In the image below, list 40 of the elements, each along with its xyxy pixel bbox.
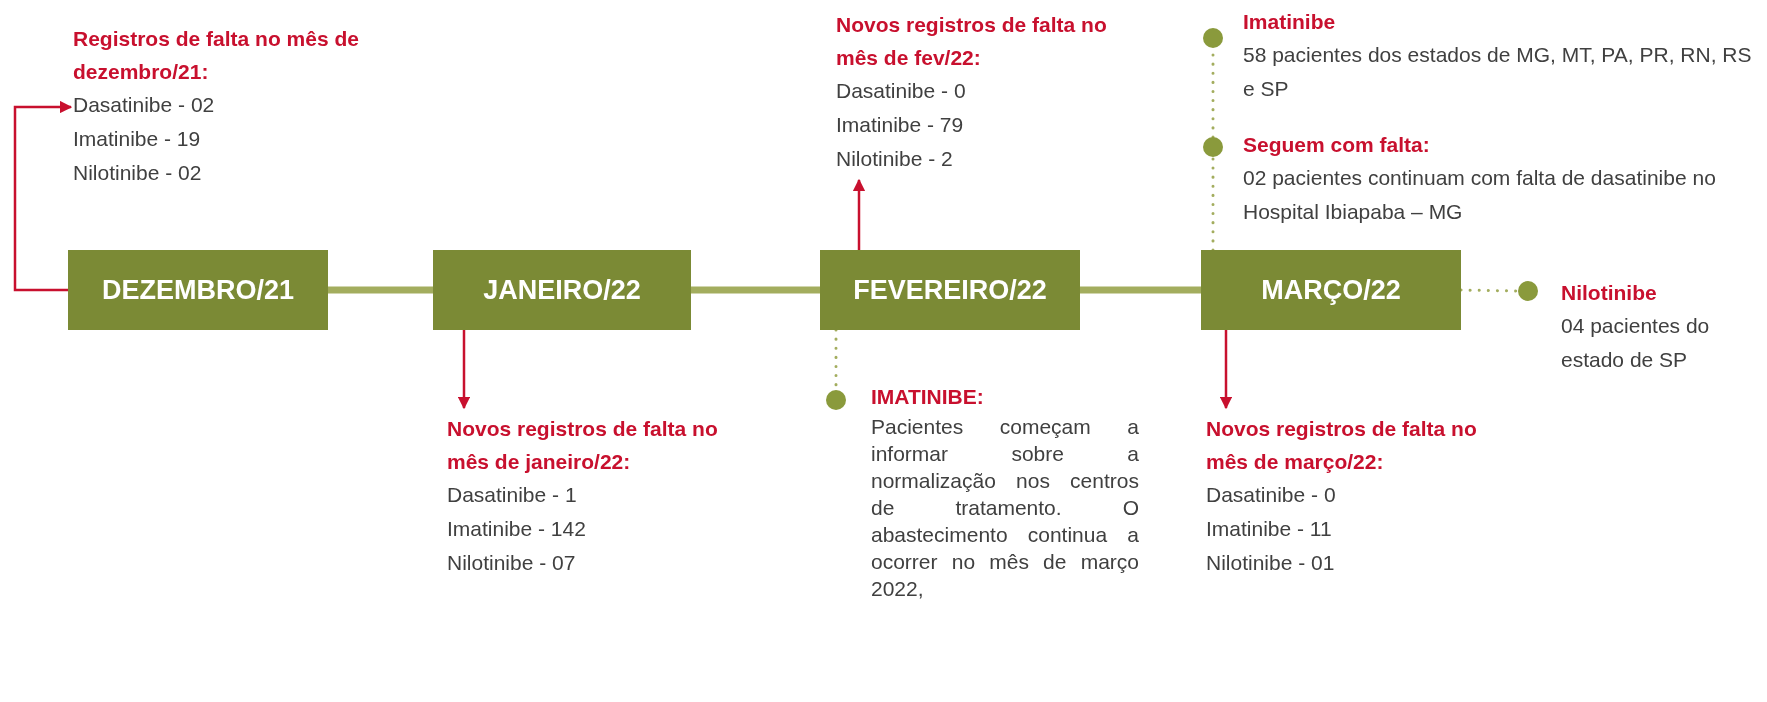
dotted-connector [1211,155,1215,252]
month-label: JANEIRO/22 [483,273,641,307]
month-box [820,250,1080,330]
note-text: Dasatinibe - 0 [1206,482,1337,508]
timeline-bar [691,286,820,294]
month-box [433,250,691,330]
arrow [852,178,866,250]
note-text: Nilotinibe - 01 [1206,550,1336,576]
timeline-bar [1080,286,1201,294]
note-text: 02 pacientes continuam com falta de dasatinibe no Hospital Ibiapaba – MG [1243,165,1717,225]
note-text: Nilotinibe - 07 [447,550,577,576]
month-box [1201,250,1461,330]
month-label: FEVEREIRO/22 [853,273,1047,307]
month-label: DEZEMBRO/21 [101,273,294,307]
arrow [457,330,471,410]
note-text: Dasatinibe - 02 [73,92,216,118]
note-heading: Novos registros de falta no mês de fev/22: [836,12,1108,71]
month-label: MARÇO/22 [1261,273,1401,307]
note-text: Nilotinibe - 02 [73,160,203,186]
month-box [68,250,328,330]
note-text: Imatinibe - 79 [836,112,965,138]
timeline-bar [328,286,433,294]
note-heading: Novos registros de falta no mês de março/22: [1206,416,1478,475]
note-heading: Registros de falta no mês de dezembro/21: [73,26,360,85]
note-text: Dasatinibe - 1 [447,482,578,508]
note-heading: Novos registros de falta no mês de janeiro/22: [447,416,719,475]
note-text: 58 pacientes dos estados de MG, MT, PA, PR, RN, RS e SP [1243,42,1753,102]
note-text: Dasatinibe - 0 [836,78,967,104]
note-heading: Nilotinibe [1561,280,1658,306]
note-text: Imatinibe - 11 [1206,516,1333,542]
note-text: 04 pacientes do estado de SP [1561,313,1711,373]
note-heading: Imatinibe [1243,9,1337,35]
arrow [1219,330,1233,410]
note-paragraph: Pacientes começam a informar sobre a normalização nos centros de tratamento. O abastecimento continua a ocorrer no mês de março 2022, [871,414,1139,602]
arrow [13,100,73,292]
note-text: Nilotinibe - 2 [836,146,954,172]
note-text: Imatinibe - 19 [73,126,202,152]
note-heading: IMATINIBE: [871,384,985,410]
note-text: Imatinibe - 142 [447,516,587,542]
note-heading: Seguem com falta: [1243,132,1431,158]
